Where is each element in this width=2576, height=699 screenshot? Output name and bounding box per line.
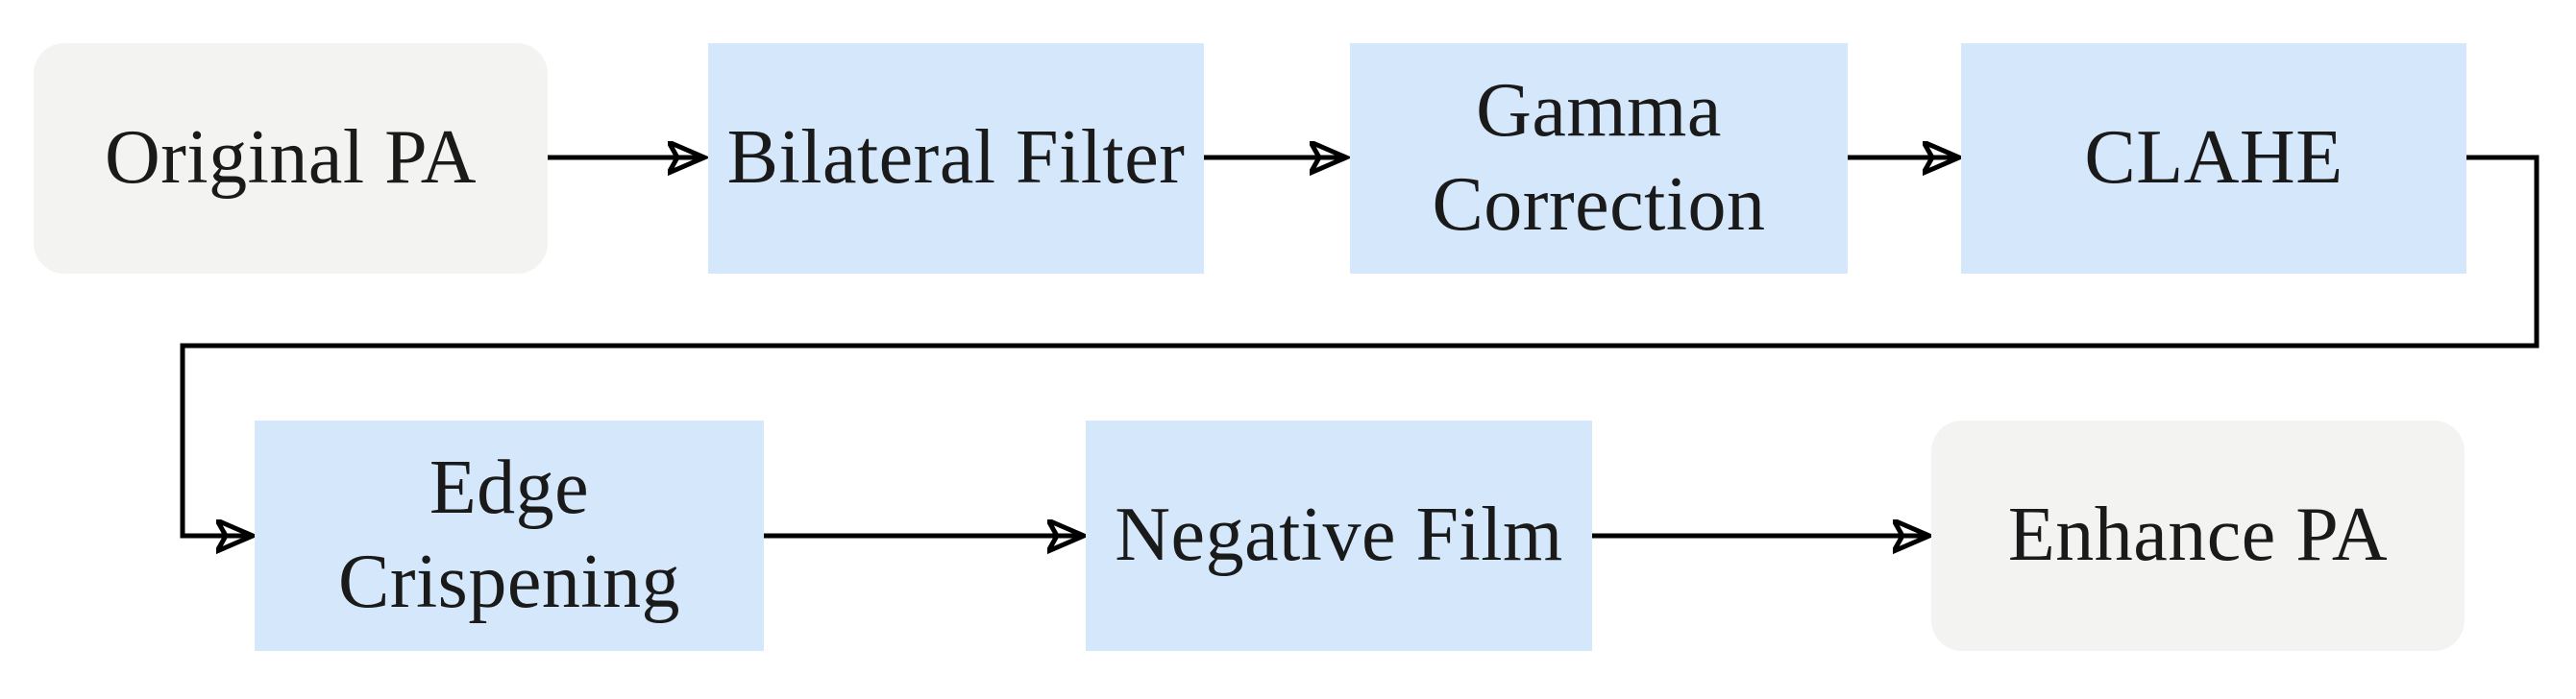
node-gamma-correction: Gamma Correction	[1350, 43, 1848, 274]
node-bilateral-filter-label: Bilateral Filter	[726, 115, 1186, 201]
node-gamma-correction-label: Gamma Correction	[1432, 68, 1766, 247]
node-original-pa-label: Original PA	[104, 115, 478, 201]
node-enhance-pa: Enhance PA	[1931, 421, 2465, 651]
node-negative-film: Negative Film	[1086, 421, 1592, 651]
node-edge-crispening: Edge Crispening	[255, 421, 764, 651]
edge-clahe-to-edge-crispening	[180, 155, 2539, 536]
node-bilateral-filter: Bilateral Filter	[708, 43, 1204, 274]
node-negative-film-label: Negative Film	[1115, 493, 1563, 578]
node-edge-crispening-label: Edge Crispening	[337, 446, 681, 624]
node-original-pa: Original PA	[34, 43, 548, 274]
node-clahe: CLAHE	[1961, 43, 2466, 274]
node-clahe-label: CLAHE	[2084, 115, 2343, 201]
node-enhance-pa-label: Enhance PA	[2007, 493, 2389, 578]
